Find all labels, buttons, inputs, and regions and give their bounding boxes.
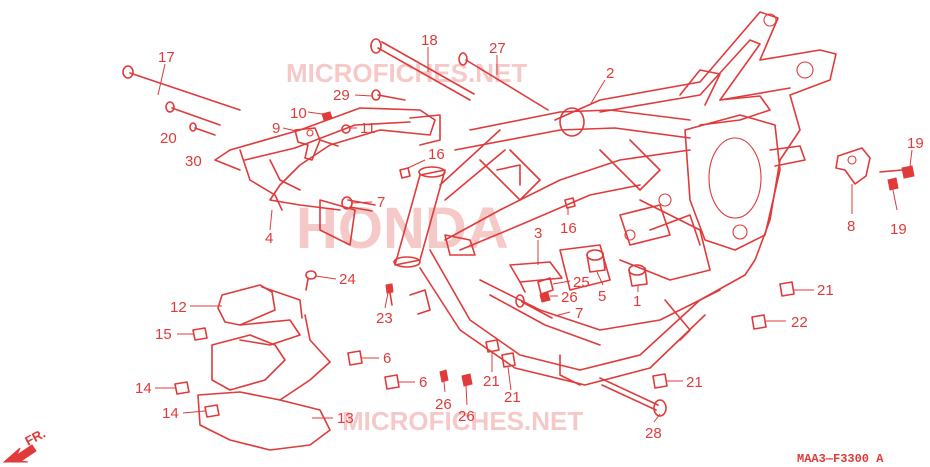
nut-6-a xyxy=(347,350,363,366)
bracket-8 xyxy=(835,147,871,185)
screw-10 xyxy=(321,111,333,121)
watermark-bottom: MICROFICHES.NET xyxy=(342,406,583,436)
long-bolt-27 xyxy=(458,52,549,111)
callout-21-right: 21 xyxy=(817,282,834,299)
diagram-code: MAA3—F3300 A xyxy=(797,452,884,466)
callout-1: 1 xyxy=(633,293,641,310)
callout-6-b: 6 xyxy=(419,374,427,391)
callout-20: 20 xyxy=(160,130,177,147)
bolt-26-mid xyxy=(539,292,551,303)
bolt-29 xyxy=(371,89,406,101)
cover-12 xyxy=(211,284,303,391)
nut-22 xyxy=(751,314,767,330)
collar-21-b xyxy=(501,352,516,368)
callout-16-mid: 16 xyxy=(560,220,577,237)
collar-25 xyxy=(537,277,554,295)
callout-29: 29 xyxy=(333,87,350,104)
nut-21-right xyxy=(779,281,795,297)
callout-2: 2 xyxy=(606,65,614,82)
callout-3: 3 xyxy=(534,225,542,242)
callout-8: 8 xyxy=(847,218,855,235)
nut-11 xyxy=(341,124,351,134)
callout-27: 27 xyxy=(489,40,506,57)
callout-17: 17 xyxy=(158,49,175,66)
callout-11: 11 xyxy=(360,120,376,137)
callout-14-a: 14 xyxy=(135,380,152,397)
callout-4: 4 xyxy=(265,230,273,247)
callout-7-top: 7 xyxy=(377,194,385,211)
callout-13: 13 xyxy=(337,410,354,427)
callout-23: 23 xyxy=(376,310,393,327)
front-label: FR. xyxy=(22,426,48,449)
callout-21-a: 21 xyxy=(483,373,500,390)
bolt-24 xyxy=(305,270,317,291)
bolt-26-b xyxy=(461,373,473,387)
grommet-14-b xyxy=(204,404,220,418)
collar-21-a xyxy=(485,339,500,353)
callout-28: 28 xyxy=(645,425,662,442)
callout-7-mid: 7 xyxy=(575,305,583,322)
nut-16-mid xyxy=(564,197,576,209)
bolt-23 xyxy=(385,283,394,306)
callout-15: 15 xyxy=(155,326,172,343)
callout-24: 24 xyxy=(339,271,356,288)
nut-16-top xyxy=(399,167,411,179)
callout-14-b: 14 xyxy=(162,405,179,422)
callout-10: 10 xyxy=(290,105,307,122)
callout-19-a: 19 xyxy=(907,135,924,152)
rubber-1 xyxy=(628,264,648,287)
bracket-3 xyxy=(509,261,563,293)
bolt-20 xyxy=(165,101,221,126)
bolt-26-a xyxy=(439,369,449,383)
callout-19-b: 19 xyxy=(890,221,907,238)
switch-9 xyxy=(294,127,339,161)
callout-22: 22 xyxy=(791,314,808,331)
grommet-14-a xyxy=(174,381,190,395)
callout-12: 12 xyxy=(170,299,187,316)
callout-5: 5 xyxy=(598,288,606,305)
callout-6-a: 6 xyxy=(383,350,391,367)
bolt-7-mid xyxy=(515,294,553,319)
callout-21-lower: 21 xyxy=(686,374,703,391)
bolt-28 xyxy=(599,377,667,417)
callout-26-mid: 26 xyxy=(561,289,578,306)
callout-25: 25 xyxy=(573,274,590,291)
watermark-brand: HONDA xyxy=(296,196,509,261)
bolt-17 xyxy=(122,65,241,111)
watermark-top: MICROFICHES.NET xyxy=(286,58,527,88)
leader-lines xyxy=(155,47,913,423)
rubber-5 xyxy=(586,249,606,273)
callout-9: 9 xyxy=(272,120,280,137)
callout-30: 30 xyxy=(185,153,202,170)
callout-26-a: 26 xyxy=(435,396,452,413)
cover-13 xyxy=(197,314,331,451)
grommet-15 xyxy=(192,327,208,341)
callout-labels: 17 18 27 2 29 20 30 10 11 9 16 7 4 3 16 … xyxy=(135,32,924,442)
bolt-30 xyxy=(189,122,216,136)
nut-6-b xyxy=(384,374,400,390)
callout-16-top: 16 xyxy=(428,146,445,163)
main-frame xyxy=(393,11,837,386)
clip-small xyxy=(409,289,431,315)
step-bar-4 xyxy=(214,107,441,246)
callout-26-b: 26 xyxy=(458,408,475,425)
bolt-19-a xyxy=(879,165,915,179)
callout-18: 18 xyxy=(421,32,438,49)
callout-21-b: 21 xyxy=(504,389,521,406)
bolt-19-b xyxy=(887,177,899,191)
front-direction-arrow: FR. xyxy=(2,426,48,463)
nut-21-lower xyxy=(652,373,668,389)
